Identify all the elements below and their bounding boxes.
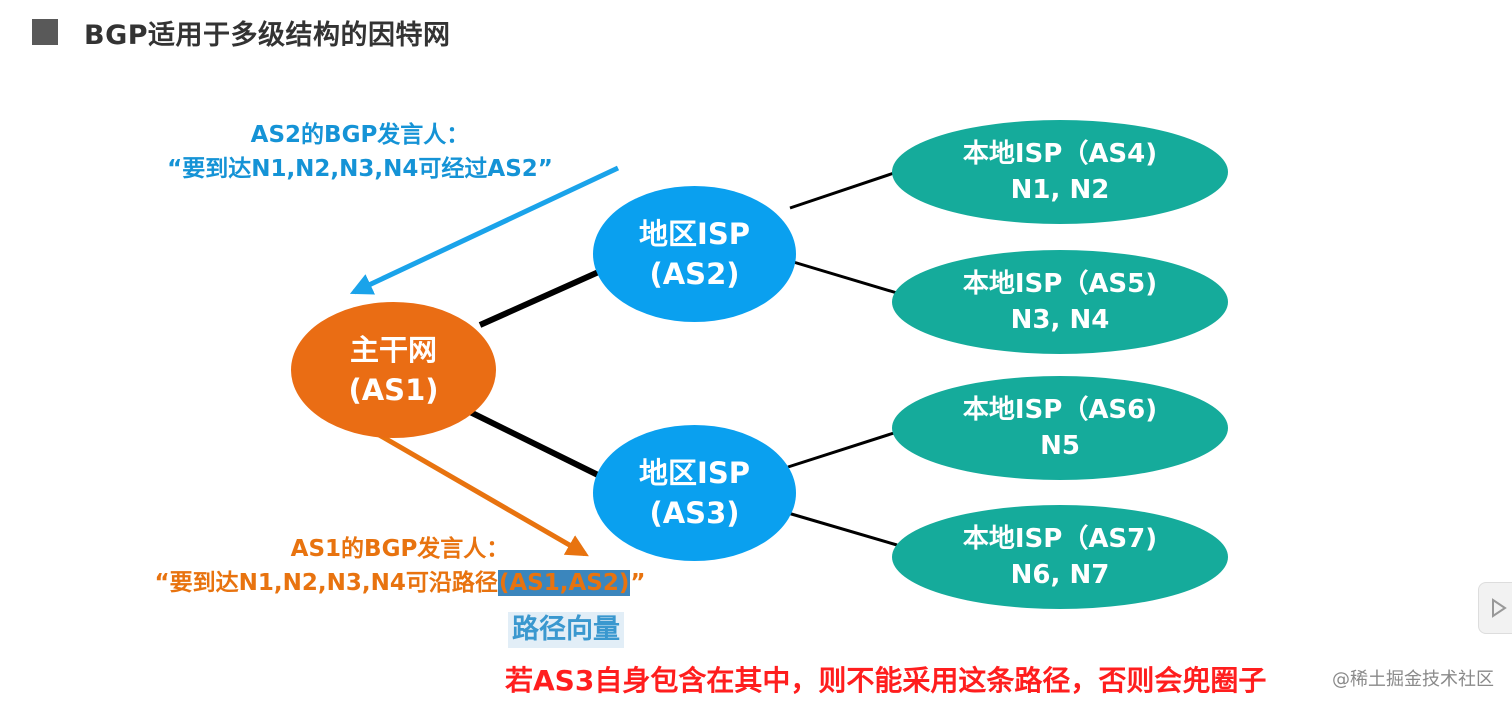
as2-speaker-label: AS2的BGP发言人：	[250, 122, 470, 148]
local-as4-networks: N1, N2	[1010, 175, 1110, 205]
play-icon	[1492, 598, 1507, 618]
regional-node-as2: 地区ISP (AS2)	[593, 186, 796, 322]
link-as2-as5	[789, 259, 898, 295]
as1-message-suffix: ”	[630, 570, 646, 596]
loop-warning-caption: 若AS3自身包含在其中，则不能采用这条路径，否则会兜圈子	[505, 664, 1267, 697]
path-vector-label: 路径向量	[508, 612, 624, 648]
local-as7-networks: N6, N7	[1010, 560, 1110, 590]
local-as4-name: 本地ISP（AS4)	[962, 139, 1158, 169]
as1-speaker-message: “要到达N1,N2,N3,N4可沿路径(AS1,AS2)”	[120, 566, 680, 600]
as2-advert-arrow	[349, 165, 620, 295]
play-button[interactable]	[1478, 582, 1512, 634]
backbone-as: (AS1)	[348, 373, 439, 407]
local-as6-name: 本地ISP（AS6)	[962, 395, 1158, 425]
local-as7-name: 本地ISP（AS7)	[962, 524, 1158, 554]
as2-speaker-annotation: AS2的BGP发言人： “要到达N1,N2,N3,N4可经过AS2”	[150, 118, 570, 186]
backbone-name: 主干网	[349, 333, 437, 367]
local-node-as6: 本地ISP（AS6) N5	[892, 376, 1228, 480]
local-node-as4: 本地ISP（AS4) N1, N2	[892, 120, 1228, 224]
link-as3-as6	[787, 430, 898, 469]
backbone-node-as1: 主干网 (AS1)	[291, 302, 496, 438]
as1-speaker-annotation: AS1的BGP发言人： “要到达N1,N2,N3,N4可沿路径(AS1,AS2)…	[120, 532, 680, 600]
regional-as2-as: (AS2)	[649, 257, 740, 291]
regional-as2-name: 地区ISP	[639, 217, 750, 251]
as2-speaker-message: “要到达N1,N2,N3,N4可经过AS2”	[167, 156, 553, 182]
watermark: @稀土掘金技术社区	[1332, 669, 1494, 690]
slide-title: BGP适用于多级结构的因特网	[84, 19, 451, 51]
local-as5-networks: N3, N4	[1010, 305, 1110, 335]
slide-title-bar: BGP适用于多级结构的因特网	[32, 14, 451, 51]
regional-as3-name: 地区ISP	[639, 456, 750, 490]
local-as6-networks: N5	[1040, 431, 1080, 461]
link-as1-as2	[478, 263, 614, 328]
as1-advert-arrow	[372, 429, 589, 557]
as1-message-prefix: “要到达N1,N2,N3,N4可沿路径	[154, 570, 498, 596]
regional-as3-as: (AS3)	[649, 496, 740, 530]
square-bullet-icon	[32, 19, 58, 45]
local-as5-name: 本地ISP（AS5)	[962, 269, 1158, 299]
path-highlight: (AS1,AS2)	[497, 570, 631, 596]
regional-node-as3: 地区ISP (AS3)	[593, 425, 796, 561]
link-as1-as3	[460, 405, 602, 479]
as1-speaker-label: AS1的BGP发言人：	[290, 536, 510, 562]
link-as2-as4	[789, 170, 898, 210]
local-node-as7: 本地ISP（AS7) N6, N7	[892, 505, 1228, 609]
link-as3-as7	[787, 511, 898, 547]
local-node-as5: 本地ISP（AS5) N3, N4	[892, 250, 1228, 354]
